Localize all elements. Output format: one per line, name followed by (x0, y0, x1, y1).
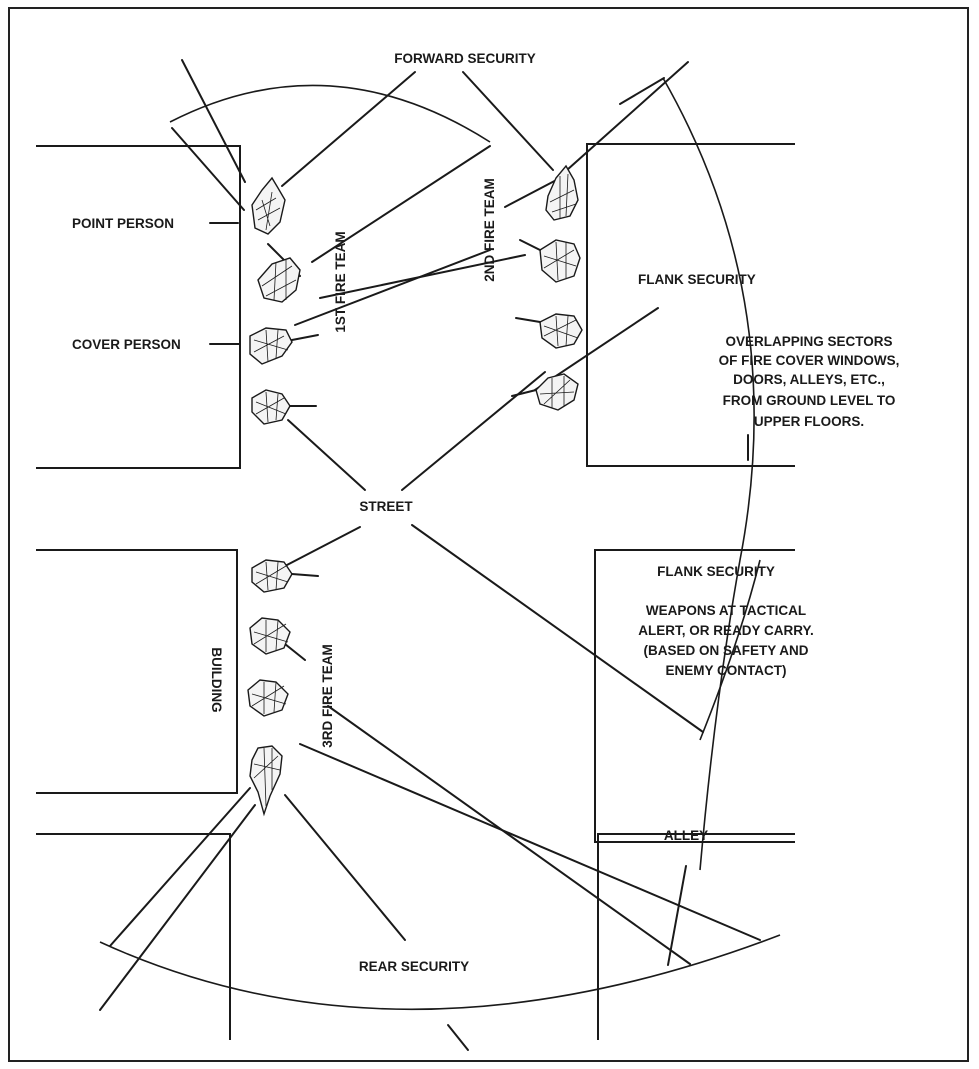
line-rear-left-b (99, 804, 256, 1011)
line-rear-security (284, 794, 406, 941)
weapon-2nd-third (515, 317, 541, 323)
label-weapons-note-line-1: WEAPONS AT TACTICAL (646, 603, 806, 618)
line-third-team-long-a (327, 705, 691, 965)
soldier-2nd-team-point (545, 164, 579, 221)
soldier-3rd-team-first (251, 559, 293, 593)
right-flank-inner-arc (699, 559, 761, 741)
building-lower-left (36, 833, 231, 1040)
line-street-right (401, 371, 546, 491)
label-cover-person: COVER PERSON (72, 337, 181, 352)
soldier-2nd-team-second (539, 239, 581, 283)
label-overlapping-sectors-line-5: UPPER FLOORS. (754, 414, 864, 429)
label-overlapping-sectors-line-1: OVERLAPPING SECTORS (725, 334, 892, 349)
line-forward-left-a (181, 59, 246, 183)
label-third-fire-team: 3RD FIRE TEAM (320, 644, 335, 748)
label-forward-security: FORWARD SECURITY (394, 51, 536, 66)
building-upper-right (586, 143, 795, 467)
line-forward-security-left (281, 71, 416, 187)
label-first-fire-team: 1ST FIRE TEAM (333, 231, 348, 332)
diagram-labels: FORWARD SECURITY POINT PERSON COVER PERS… (72, 51, 899, 974)
soldier-3rd-team-second (249, 617, 291, 655)
building-middle-right (594, 549, 795, 843)
weapon-1st-cover (291, 334, 319, 341)
right-flank-sector-arc (662, 77, 755, 871)
label-street: STREET (359, 499, 413, 514)
soldier-3rd-team-fourth (249, 745, 283, 817)
label-weapons-note-line-2: ALERT, OR READY CARRY. (638, 623, 814, 638)
building-middle-left (36, 549, 238, 794)
weapon-2nd-fourth (511, 389, 537, 397)
label-rear-security: REAR SECURITY (359, 959, 469, 974)
building-lower-right (597, 833, 795, 1040)
line-first-third-link (294, 249, 491, 326)
soldier-3rd-team-third (247, 679, 289, 717)
label-weapons-note-line-3: (BASED ON SAFETY AND (643, 643, 808, 658)
label-overlapping-sectors-line-4: FROM GROUND LEVEL TO (723, 393, 896, 408)
forward-sector-arc (169, 84, 491, 143)
label-flank-security-upper: FLANK SECURITY (638, 272, 756, 287)
label-overlapping-sectors-line-2: OF FIRE COVER WINDOWS, (719, 353, 900, 368)
line-forward-left-b (171, 127, 245, 211)
fire-sector-arcs (99, 77, 781, 1011)
line-forward-security-right (462, 71, 554, 171)
soldier-2nd-team-fourth (535, 373, 579, 411)
label-point-person: POINT PERSON (72, 216, 174, 231)
line-first-team-cross-a (311, 145, 491, 263)
line-street-left (287, 419, 366, 491)
line-street-diagonal (411, 524, 704, 733)
rear-sector-arc (99, 934, 781, 1011)
line-street-to-third (284, 526, 361, 567)
soldier-figures (247, 164, 583, 817)
weapon-2nd-second (519, 239, 541, 251)
label-building: BUILDING (209, 647, 224, 712)
soldier-2nd-team-third (539, 313, 583, 349)
sector-lines (99, 59, 761, 1051)
soldier-1st-team-fourth (251, 389, 291, 425)
buildings (36, 143, 795, 1040)
line-alley-pointer (667, 865, 687, 966)
label-weapons-note-line-4: ENEMY CONTACT) (666, 663, 787, 678)
line-forward-right-b (619, 77, 665, 105)
line-rear-left-a (109, 787, 251, 947)
weapon-3rd-first (291, 573, 319, 577)
soldier-1st-team-point (251, 176, 286, 235)
diagram-frame (8, 7, 969, 1062)
soldier-1st-team-second (257, 257, 301, 303)
line-forward-right-top (566, 61, 689, 171)
building-upper-left (36, 145, 241, 469)
line-rear-arc-tick (447, 1024, 469, 1051)
label-alley: ALLEY (664, 828, 708, 843)
line-third-team-long-b (299, 743, 761, 941)
label-second-fire-team: 2ND FIRE TEAM (482, 178, 497, 282)
label-flank-security-lower: FLANK SECURITY (657, 564, 775, 579)
label-overlapping-sectors-line-3: DOORS, ALLEYS, ETC., (733, 372, 885, 387)
soldier-1st-team-cover (249, 327, 293, 365)
